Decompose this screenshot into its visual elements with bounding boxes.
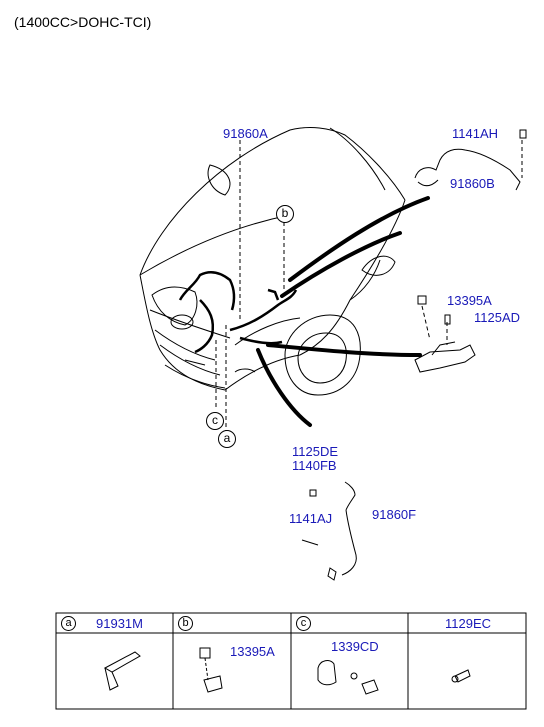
table-marker-b: b <box>178 616 193 631</box>
engine-spec-header: (1400CC>DOHC-TCI) <box>14 14 152 30</box>
table-sub-1339CD[interactable]: 1339CD <box>331 639 379 654</box>
marker-c: c <box>206 412 224 430</box>
leader-strokes <box>256 196 430 427</box>
part-91931M-drawing <box>103 651 141 691</box>
table-marker-c: c <box>296 616 311 631</box>
callout-13395A[interactable]: 13395A <box>447 293 492 308</box>
car-body <box>139 127 406 396</box>
callout-91860A[interactable]: 91860A <box>223 126 268 141</box>
callout-1125DE[interactable]: 1125DE <box>292 444 339 459</box>
table-sub-13395A[interactable]: 13395A <box>230 644 275 659</box>
reference-lines <box>215 140 523 432</box>
bracket-1125AD <box>414 295 476 373</box>
callout-91860B[interactable]: 91860B <box>450 176 495 191</box>
marker-b: b <box>276 205 294 223</box>
part-1129EC-drawing <box>451 669 471 683</box>
wiring-harness <box>178 271 298 354</box>
battery-cable-91860B <box>414 129 527 191</box>
callout-1141AH[interactable]: 1141AH <box>452 126 499 141</box>
table-part-91931M[interactable]: 91931M <box>96 616 143 631</box>
part-13395A-drawing <box>199 647 223 693</box>
callout-1140FB[interactable]: 1140FB <box>292 458 337 473</box>
part-1339CD-drawing <box>317 660 379 695</box>
callout-1125AD[interactable]: 1125AD <box>474 310 521 325</box>
marker-a: a <box>218 430 236 448</box>
table-marker-a: a <box>61 616 76 631</box>
ground-cable-91860F <box>301 481 357 581</box>
table-part-1129EC[interactable]: 1129EC <box>445 616 492 631</box>
parts-table-grid <box>55 612 527 710</box>
callout-1141AJ[interactable]: 1141AJ <box>289 511 333 526</box>
callout-91860F[interactable]: 91860F <box>372 507 417 522</box>
